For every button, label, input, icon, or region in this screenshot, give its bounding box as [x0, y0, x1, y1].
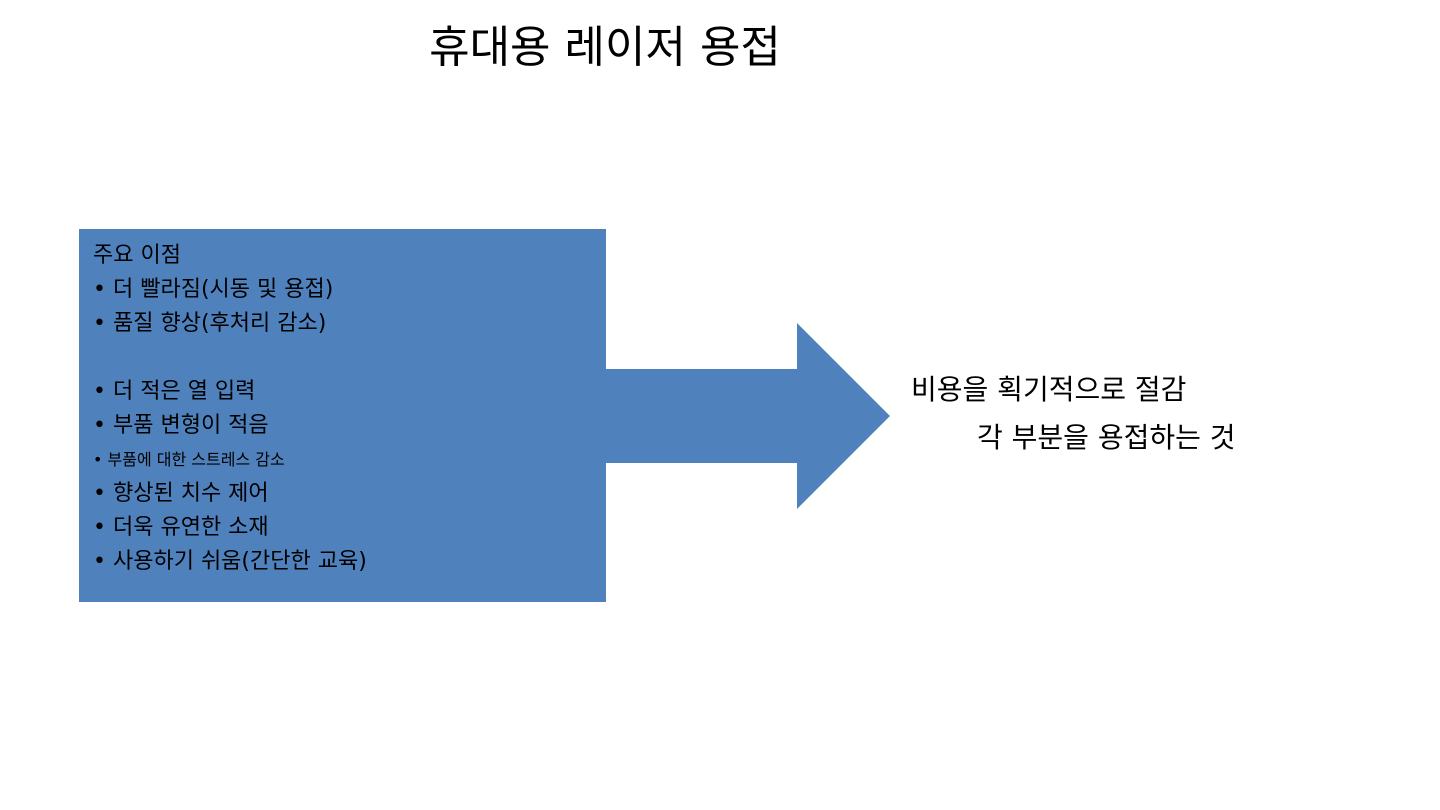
benefit-item-flexible-material: 더욱 유연한 소재 [93, 511, 606, 545]
benefit-item-dimension-control: 향상된 치수 제어 [93, 477, 606, 511]
benefits-heading: 주요 이점 [93, 243, 181, 268]
result-line-welding: 각 부분을 용접하는 것 [977, 421, 1236, 454]
benefit-list-group-1: 더 빨라짐(시동 및 용접) 품질 향상(후처리 감소) [93, 273, 606, 341]
benefits-panel: 주요 이점 더 빨라짐(시동 및 용접) 품질 향상(후처리 감소) 더 적은 … [79, 229, 606, 602]
benefit-spacer [93, 341, 606, 375]
benefit-item-less-stress: 부품에 대한 스트레스 감소 [93, 443, 606, 477]
result-text: 비용을 획기적으로 절감 각 부분을 용접하는 것 [911, 366, 1236, 462]
slide-title: 휴대용 레이저 용접 [429, 22, 781, 73]
benefit-item-less-distortion: 부품 변형이 적음 [93, 409, 606, 443]
benefit-item-less-heat: 더 적은 열 입력 [93, 375, 606, 409]
benefit-item-easy-to-use: 사용하기 쉬움(간단한 교육) [93, 545, 606, 579]
result-line-cost: 비용을 획기적으로 절감 [911, 373, 1187, 406]
benefit-list-group-2: 더 적은 열 입력 부품 변형이 적음 부품에 대한 스트레스 감소 향상된 치… [93, 375, 606, 579]
benefit-item-faster: 더 빨라짐(시동 및 용접) [93, 273, 606, 307]
benefit-item-quality: 품질 향상(후처리 감소) [93, 307, 606, 341]
